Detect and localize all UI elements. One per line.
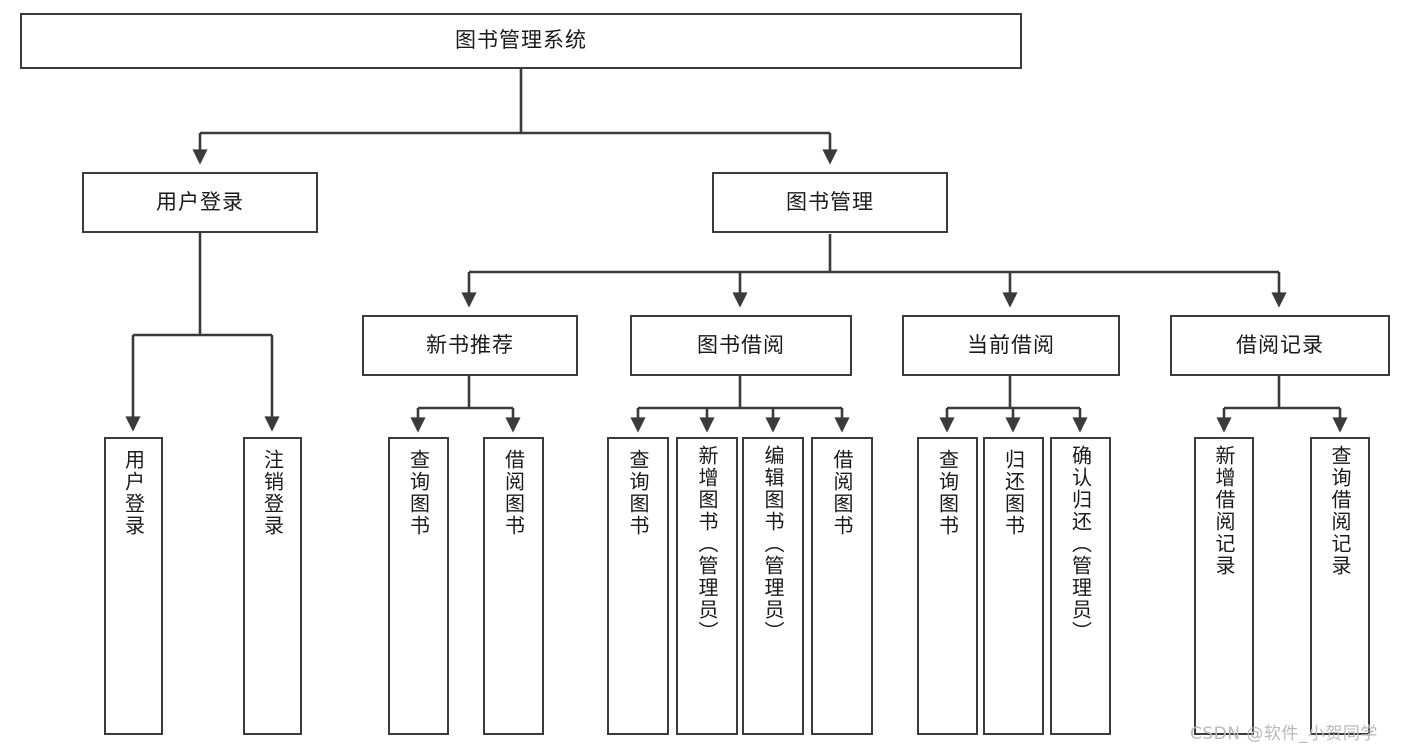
node-new-book-recommend[interactable]: 新书推荐 [362,315,578,376]
node-leaf-logout-login-label: 注销登录 [260,449,285,537]
node-leaf-query-book-3-label: 查询图书 [935,449,960,537]
node-leaf-query-book-2-label: 查询图书 [626,449,650,537]
node-leaf-add-book-label: 新增图书（管理员） [695,445,719,643]
node-book-borrow-label: 图书借阅 [697,332,785,357]
node-leaf-borrow-book-1[interactable]: 借阅图书 [483,437,544,735]
node-leaf-query-record-label: 查询借阅记录 [1328,445,1352,577]
watermark: CSDN @软件_小贺同学 [1190,724,1378,744]
node-leaf-edit-book[interactable]: 编辑图书（管理员） [742,437,804,735]
node-leaf-query-record[interactable]: 查询借阅记录 [1310,437,1370,735]
node-leaf-borrow-book-2[interactable]: 借阅图书 [811,437,873,735]
node-root[interactable]: 图书管理系统 [20,13,1022,69]
node-book-manage-label: 图书管理 [786,189,874,214]
node-leaf-user-login-label: 用户登录 [121,449,146,537]
node-leaf-edit-book-label: 编辑图书（管理员） [761,445,785,643]
node-leaf-confirm-return-label: 确认归还（管理员） [1068,445,1093,643]
node-leaf-user-login[interactable]: 用户登录 [104,437,163,735]
node-leaf-borrow-book-2-label: 借阅图书 [830,449,854,537]
node-leaf-query-book-1-label: 查询图书 [406,449,431,537]
node-current-borrow-label: 当前借阅 [967,332,1055,357]
node-borrow-record[interactable]: 借阅记录 [1170,315,1390,376]
node-leaf-add-record[interactable]: 新增借阅记录 [1194,437,1254,735]
node-leaf-logout-login[interactable]: 注销登录 [243,437,302,735]
node-leaf-confirm-return[interactable]: 确认归还（管理员） [1050,437,1111,735]
node-current-borrow[interactable]: 当前借阅 [902,315,1120,376]
node-root-label: 图书管理系统 [455,28,587,53]
node-leaf-add-record-label: 新增借阅记录 [1212,445,1236,577]
node-leaf-query-book-3[interactable]: 查询图书 [917,437,978,735]
node-book-borrow[interactable]: 图书借阅 [630,315,852,376]
node-user-login[interactable]: 用户登录 [82,172,318,233]
node-leaf-return-book-label: 归还图书 [1001,449,1026,537]
node-book-manage[interactable]: 图书管理 [712,172,948,233]
node-leaf-query-book-1[interactable]: 查询图书 [388,437,449,735]
node-leaf-return-book[interactable]: 归还图书 [983,437,1044,735]
node-new-book-recommend-label: 新书推荐 [426,332,514,357]
node-leaf-borrow-book-1-label: 借阅图书 [501,449,526,537]
node-borrow-record-label: 借阅记录 [1236,332,1324,357]
node-leaf-add-book[interactable]: 新增图书（管理员） [676,437,738,735]
node-leaf-query-book-2[interactable]: 查询图书 [607,437,669,735]
node-user-login-label: 用户登录 [156,189,244,214]
